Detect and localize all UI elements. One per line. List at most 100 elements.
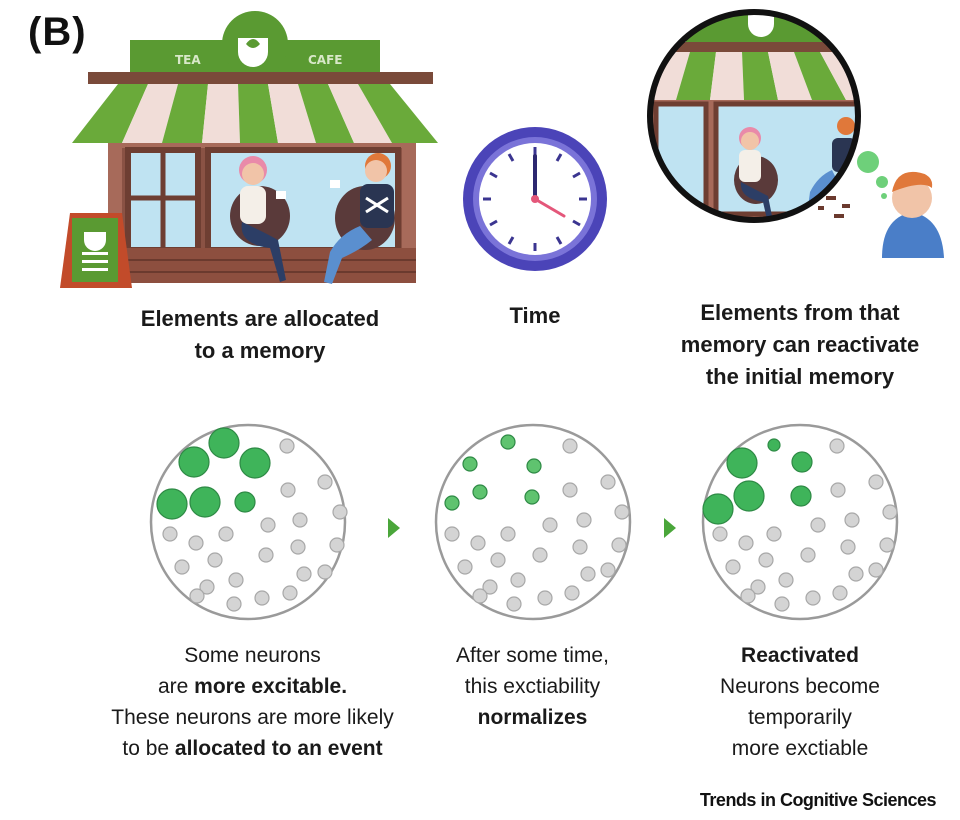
- neuron: [840, 539, 856, 555]
- neuron: [174, 559, 190, 575]
- caption-text: this exctiability: [464, 675, 601, 698]
- neuron: [482, 579, 498, 595]
- neuron: [510, 572, 526, 588]
- caption-line: These neurons are more likely: [60, 702, 445, 733]
- neuron: [332, 504, 348, 520]
- excitable-neuron: [733, 480, 765, 512]
- neuron: [564, 585, 580, 601]
- neuron: [279, 438, 295, 454]
- caption-text: Neurons become: [720, 675, 880, 698]
- neuron-diagram: [149, 423, 899, 621]
- neuron: [228, 572, 244, 588]
- excitable-neuron: [156, 488, 188, 520]
- neuron: [832, 585, 848, 601]
- caption-text: to be: [122, 737, 175, 760]
- neuron: [162, 526, 178, 542]
- caption-line: more exctiable: [690, 733, 910, 764]
- caption-line: are more excitable.: [60, 671, 445, 702]
- neuron: [725, 559, 741, 575]
- caption-line: Reactivated: [690, 640, 910, 671]
- neuron: [472, 484, 488, 500]
- neuron: [562, 482, 578, 498]
- excitable-neuron: [178, 446, 210, 478]
- neuron: [506, 596, 522, 612]
- neuron: [457, 559, 473, 575]
- memory-recall-illustration: [647, 9, 944, 258]
- neuron: [868, 474, 884, 490]
- caption-emphasis: normalizes: [477, 706, 588, 729]
- caption-emphasis: allocated to an event: [174, 737, 383, 760]
- caption-line: memory can reactivate: [680, 332, 920, 357]
- neuron: [740, 588, 756, 604]
- neuron: [472, 588, 488, 604]
- neuron: [292, 512, 308, 528]
- neuron: [199, 579, 215, 595]
- neuron: [500, 434, 516, 450]
- neuron-population-initial: [149, 423, 348, 621]
- caption-emphasis: Reactivated: [741, 644, 859, 667]
- excitable-neuron: [208, 427, 240, 459]
- journal-credit: Trends in Cognitive Sciences: [699, 790, 937, 810]
- neuron: [290, 539, 306, 555]
- neuron: [600, 562, 616, 578]
- neuron: [282, 585, 298, 601]
- caption-line: this exctiability: [425, 671, 640, 702]
- excitable-neuron: [702, 493, 734, 525]
- neuron: [879, 537, 895, 553]
- neuron: [189, 588, 205, 604]
- neuron-population-normalized: [434, 423, 632, 621]
- neuron: [542, 517, 558, 533]
- caption-line: Some neurons: [60, 640, 445, 671]
- neuron: [254, 590, 270, 606]
- cafe-illustration: TEA CAFE: [60, 11, 438, 288]
- neuron: [317, 474, 333, 490]
- neuron: [810, 517, 826, 533]
- neuron: [500, 526, 516, 542]
- caption-line: Elements from that: [700, 300, 900, 325]
- neuron: [258, 547, 274, 563]
- caption-line: Elements are allocated: [140, 306, 380, 331]
- neuron: [712, 526, 728, 542]
- sign-tea-text: TEA: [175, 53, 201, 67]
- neuron: [188, 535, 204, 551]
- caption-reactivate: Elements from that memory can reactivate…: [640, 297, 960, 393]
- neuron: [280, 482, 296, 498]
- neuron: [260, 517, 276, 533]
- neuron: [800, 547, 816, 563]
- neuron: [614, 504, 630, 520]
- neuron: [774, 596, 790, 612]
- caption-time: Time: [460, 300, 610, 332]
- neuron: [805, 590, 821, 606]
- neuron: [317, 564, 333, 580]
- caption-line: Neurons become: [690, 671, 910, 702]
- caption-line: to a memory: [194, 338, 326, 363]
- neuron: [611, 537, 627, 553]
- arrow-right-icon: [664, 518, 676, 538]
- caption-reactivated: Reactivated Neurons become temporarily m…: [690, 640, 910, 764]
- neuron: [738, 535, 754, 551]
- caption-text: These neurons are more likely: [111, 706, 394, 729]
- neuron: [207, 552, 223, 568]
- excitable-neuron: [189, 486, 221, 518]
- neuron: [750, 579, 766, 595]
- excitable-neuron: [726, 447, 758, 479]
- neuron: [848, 566, 864, 582]
- caption-line: the initial memory: [705, 364, 895, 389]
- caption-text: After some time,: [456, 644, 609, 667]
- neuron: [829, 438, 845, 454]
- caption-line: temporarily: [690, 702, 910, 733]
- neuron: [576, 512, 592, 528]
- neuron: [296, 566, 312, 582]
- caption-text: Some neurons: [184, 644, 321, 667]
- excitable-neuron: [791, 451, 813, 473]
- arrow-right-icon: [388, 518, 400, 538]
- neuron: [329, 537, 345, 553]
- neuron: [758, 552, 774, 568]
- excitable-neuron: [239, 447, 271, 479]
- caption-normalizes: After some time, this exctiability norma…: [425, 640, 640, 733]
- neuron: [868, 562, 884, 578]
- caption-line: Time: [509, 303, 561, 328]
- neuron: [537, 590, 553, 606]
- neuron: [600, 474, 616, 490]
- excitable-neuron: [790, 485, 812, 507]
